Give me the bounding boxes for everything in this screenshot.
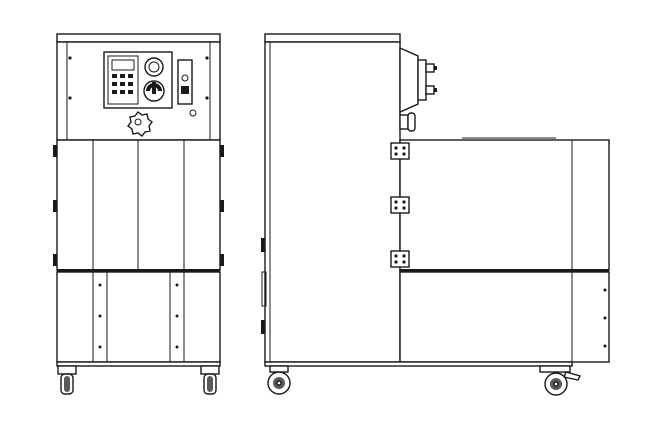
latch: [220, 200, 224, 212]
latch: [53, 254, 57, 266]
front-base: [56, 361, 221, 367]
display-screen: [111, 59, 135, 71]
side-base: [264, 361, 573, 367]
front-lower-section: [56, 271, 221, 363]
latch: [53, 200, 57, 212]
emergency-stop-icon: [144, 57, 164, 77]
side-view: [261, 33, 610, 396]
side-lower-section: [399, 271, 610, 363]
latch: [220, 145, 224, 157]
front-top-cap: [56, 33, 221, 43]
caster-wheel-icon: [200, 365, 220, 395]
indicator-panel: [177, 59, 193, 105]
front-view: [53, 33, 224, 395]
latch: [53, 145, 57, 157]
indicator-light: [189, 109, 197, 117]
hinge-icon: [390, 196, 410, 214]
latch: [220, 254, 224, 266]
hinge-icon: [390, 250, 410, 268]
latch: [261, 238, 265, 252]
latch: [261, 320, 265, 334]
side-main-body: [264, 41, 401, 363]
side-top-cap: [264, 33, 401, 43]
control-panel-icon: [103, 51, 173, 109]
front-divider: [57, 269, 220, 272]
rotary-switch-icon: [143, 80, 165, 102]
side-control-box: [399, 46, 437, 114]
caster-wheel-icon: [57, 365, 77, 395]
side-divider: [400, 269, 609, 272]
knob-icon: [127, 111, 153, 137]
caster-wheel-icon: [539, 365, 582, 396]
knob-icon: [399, 112, 416, 132]
caster-wheel-icon: [267, 365, 291, 395]
hinge-icon: [390, 142, 410, 160]
keypad-icon: [112, 74, 133, 94]
side-filter-drawer: [399, 139, 610, 271]
